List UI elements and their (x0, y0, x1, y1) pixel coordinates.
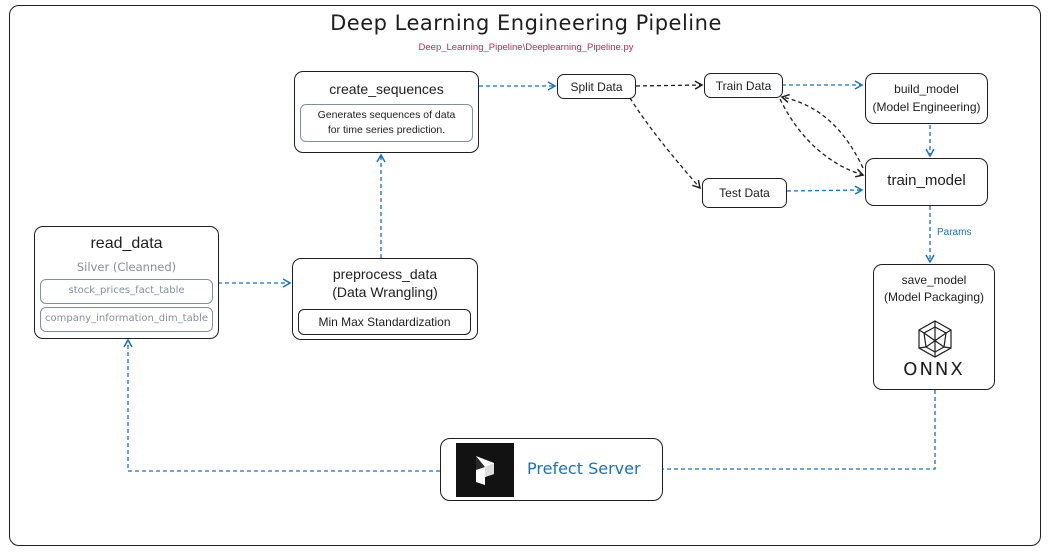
prefect-server-label: Prefect Server (527, 459, 641, 478)
node-save-model[interactable]: save_model (Model Packaging) ONNX (873, 264, 995, 390)
read-data-title: read_data (90, 235, 163, 252)
node-train-data[interactable]: Train Data (704, 73, 783, 98)
prefect-logo-icon (456, 443, 514, 497)
preprocess-line1: preprocess_data (332, 266, 438, 282)
split-data-label: Split Data (570, 80, 623, 94)
node-train-model[interactable]: train_model (865, 158, 988, 206)
edge-prefect-to-read (123, 338, 440, 472)
table-company-information-label: company_information_dim_table (45, 313, 208, 324)
node-preprocess-data[interactable]: preprocess_data (Data Wrangling) Min Max… (292, 258, 478, 340)
onnx-logo-text: ONNX (903, 359, 965, 380)
edge-split-to-train (635, 80, 704, 90)
save-model-line2: (Model Packaging) (883, 290, 985, 304)
node-test-data[interactable]: Test Data (702, 178, 787, 208)
train-data-label: Train Data (715, 79, 772, 93)
node-prefect-server[interactable]: Prefect Server (440, 438, 663, 501)
edge-train-to-trainmodel (779, 98, 865, 178)
test-data-label: Test Data (719, 186, 770, 200)
table-stock-prices-label: stock_prices_fact_table (68, 285, 185, 296)
table-stock-prices[interactable]: stock_prices_fact_table (40, 279, 213, 304)
edge-split-to-test (629, 97, 701, 190)
node-build-model[interactable]: build_model (Model Engineering) (865, 73, 988, 124)
build-model-line1: build_model (894, 82, 959, 96)
onnx-logo-icon (918, 320, 952, 358)
diagram-frame (9, 5, 1041, 546)
node-read-data[interactable]: read_data Silver (Cleanned) stock_prices… (34, 226, 219, 339)
create-sequences-detail-1: Generates sequences of data (317, 109, 456, 121)
diagram-subtitle: Deep_Learning_Pipeline\Deeplearning_Pipe… (418, 42, 634, 53)
save-model-line1: save_model (901, 273, 967, 287)
create-sequences-title: create_sequences (329, 81, 444, 97)
edge-test-to-trainmodel (786, 185, 864, 195)
train-model-label: train_model (887, 172, 966, 189)
build-model-line2: (Model Engineering) (872, 100, 981, 114)
preprocess-detail-box: Min Max Standardization (298, 309, 471, 335)
edge-label-params: Params (937, 227, 972, 238)
preprocess-line2: (Data Wrangling) (332, 284, 438, 300)
edge-save-to-prefect (663, 390, 936, 470)
create-sequences-detail-2: for time series prediction. (327, 124, 446, 136)
edge-trainmodel-to-train (780, 93, 864, 169)
create-sequences-detail-box: Generates sequences of data for time ser… (300, 104, 473, 142)
prefect-mark-icon (476, 456, 494, 485)
table-company-information[interactable]: company_information_dim_table (40, 307, 213, 332)
preprocess-detail: Min Max Standardization (318, 315, 451, 329)
node-create-sequences[interactable]: create_sequences Generates sequences of … (294, 71, 479, 153)
read-data-subtitle: Silver (Cleanned) (76, 260, 177, 274)
diagram-title: Deep Learning Engineering Pipeline (330, 11, 722, 35)
node-split-data[interactable]: Split Data (557, 74, 636, 99)
